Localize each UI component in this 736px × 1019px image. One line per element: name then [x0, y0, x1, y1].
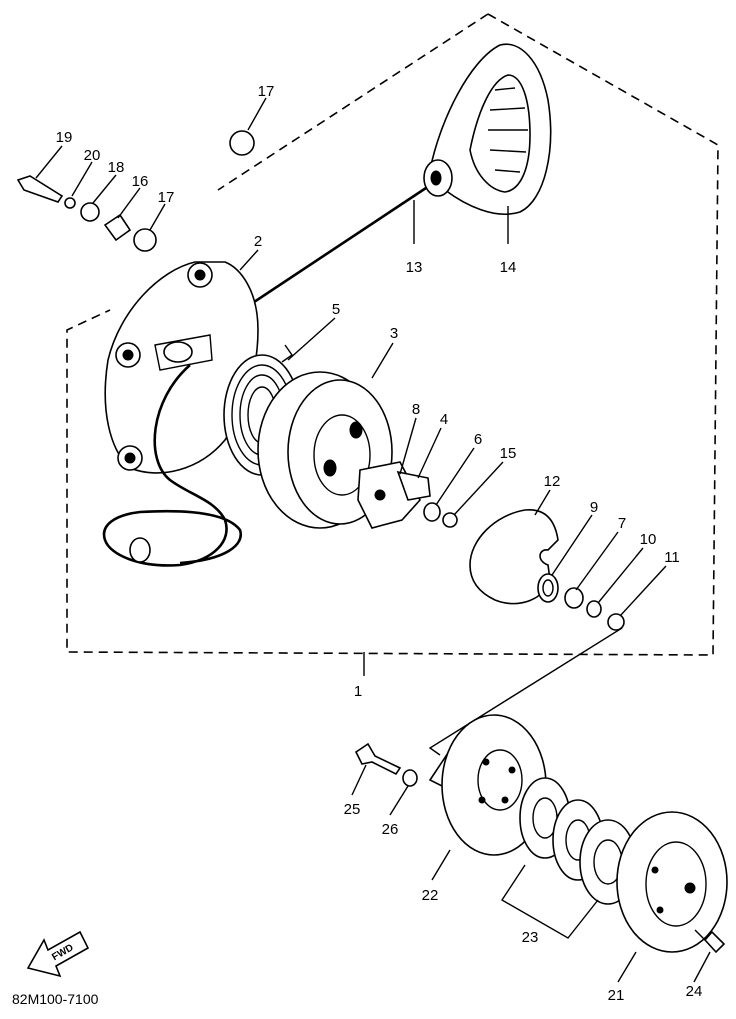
label-part-3: 3 [390, 325, 398, 342]
washer-26 [402, 769, 418, 787]
assembly-boundary-inner [217, 13, 489, 191]
label-part-15: 15 [500, 445, 517, 462]
washer-10 [586, 600, 602, 618]
friction-plate [469, 509, 559, 605]
spring-6 [423, 502, 441, 522]
label-part-7: 7 [618, 515, 626, 532]
rope-end-knot [129, 537, 151, 563]
fwd-arrow-icon: FWD [26, 930, 90, 978]
label-part-19: 19 [56, 129, 73, 146]
nut-11 [607, 613, 625, 631]
label-part-9: 9 [590, 499, 598, 516]
bushing-17-lower [133, 228, 157, 252]
label-part-2: 2 [254, 233, 262, 250]
label-part-26: 26 [382, 821, 399, 838]
label-part-14: 14 [500, 259, 517, 276]
label-part-23: 23 [522, 929, 539, 946]
label-part-5: 5 [332, 301, 340, 318]
assembly-boundary [66, 13, 719, 656]
washer-9 [537, 573, 559, 603]
label-part-18: 18 [108, 159, 125, 176]
washer-15 [442, 512, 458, 528]
label-part-8: 8 [412, 401, 420, 418]
bolt-24 [703, 930, 726, 954]
ratchet-pawl [357, 461, 431, 529]
washer-7 [564, 587, 584, 609]
bolt-25 [354, 742, 402, 776]
label-part-6: 6 [474, 431, 482, 448]
label-part-4: 4 [440, 411, 448, 428]
label-part-11: 11 [664, 549, 680, 566]
bolt-19 [16, 175, 64, 203]
label-part-21: 21 [608, 987, 625, 1004]
label-part-16: 16 [132, 173, 149, 190]
label-part-24: 24 [686, 983, 703, 1000]
label-part-1: 1 [354, 683, 362, 700]
leader-11-to-22 [428, 627, 623, 756]
starter-case [104, 261, 259, 474]
label-part-12: 12 [544, 473, 561, 490]
drawing-code: 82M100-7100 [12, 991, 99, 1007]
part-number-labels: 1 2 3 4 5 6 7 8 9 10 11 12 13 14 15 16 1… [56, 83, 703, 1004]
label-part-25: 25 [344, 801, 361, 818]
flywheel-cover [616, 811, 728, 953]
label-part-17-lower: 17 [158, 189, 175, 206]
collar-16 [103, 213, 132, 242]
leader-lines [35, 97, 711, 983]
label-part-20: 20 [84, 147, 101, 164]
label-part-17-upper: 17 [258, 83, 275, 100]
label-part-10: 10 [640, 531, 657, 548]
washer-18 [80, 202, 100, 222]
rope-end-loop [102, 364, 243, 567]
handle-grip [423, 43, 552, 216]
label-part-13: 13 [406, 259, 423, 276]
washer-20 [64, 197, 76, 209]
starter-rope [244, 186, 427, 310]
bushing-17-upper [229, 130, 255, 156]
label-part-22: 22 [422, 887, 439, 904]
